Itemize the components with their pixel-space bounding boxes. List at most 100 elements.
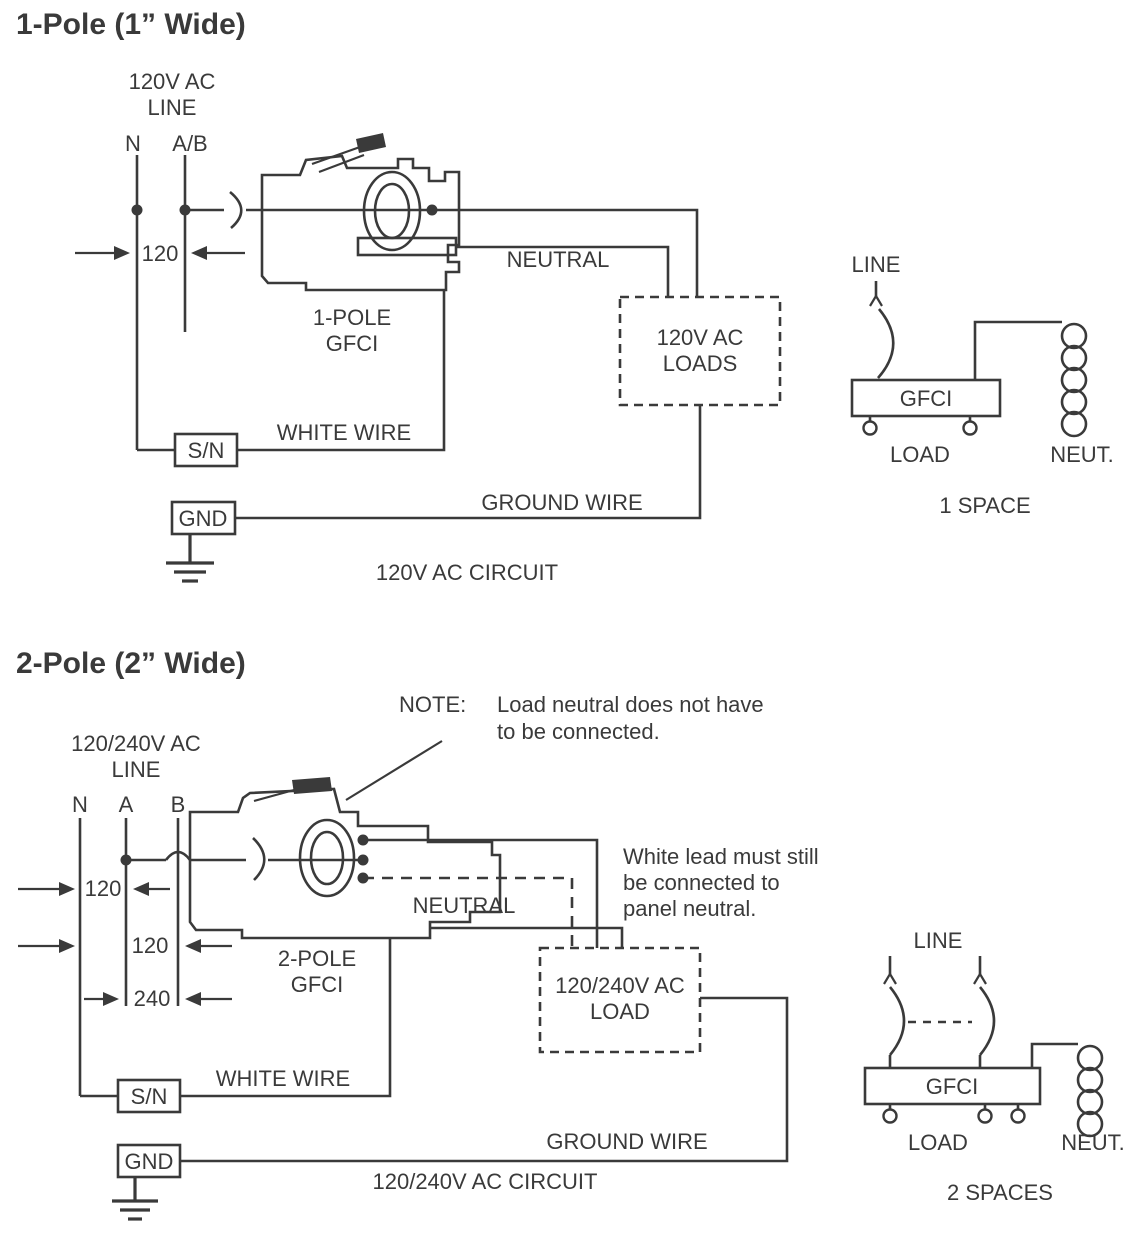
- section-2pole: 2-Pole (2” Wide) NOTE: Load neutral does…: [16, 647, 1125, 1221]
- pole1-voltage-label: 120: [142, 241, 179, 266]
- white-wire: [237, 290, 446, 452]
- pole2-voltage-nb: 120: [132, 933, 169, 958]
- white-wire: [180, 938, 392, 1098]
- pole2-bus-b-label: B: [171, 792, 186, 817]
- pole2-breaker-label-1: 2-POLE: [278, 946, 356, 971]
- schematic-neut-label: NEUT.: [1061, 1130, 1125, 1155]
- pole2-breaker-label-2: GFCI: [291, 972, 344, 997]
- ground-wire: [180, 996, 789, 1163]
- neutral-coil: [1060, 388, 1088, 416]
- load-neutral-wire-dashed: [363, 876, 574, 948]
- pole1-bus-n-label: N: [125, 131, 141, 156]
- neutral-coil: [1076, 1066, 1104, 1094]
- measure-arrowhead-left: [133, 882, 149, 896]
- neutral-coil: [1076, 1110, 1104, 1138]
- schematic-gfci-label: GFCI: [900, 386, 953, 411]
- neutral-coil: [1060, 366, 1088, 394]
- load-box: [538, 946, 702, 1054]
- pole2-white-wire-label: WHITE WIRE: [216, 1066, 350, 1091]
- schematic-gfci-label: GFCI: [926, 1074, 979, 1099]
- load-terminal: [862, 420, 878, 436]
- neutral-coil: [1076, 1088, 1104, 1116]
- neutral-coil: [1060, 344, 1088, 372]
- breaker-contact-arc: [978, 986, 996, 1056]
- pole2-voltage-na: 120: [85, 876, 122, 901]
- pole2-note-label: NOTE:: [399, 692, 466, 717]
- hot-b-wire-to-load: [430, 926, 624, 948]
- pole2-supply-label-2: LINE: [112, 757, 161, 782]
- pole2-supply-label-1: 120/240V AC: [71, 731, 201, 756]
- schematic-line-label: LINE: [852, 252, 901, 277]
- pole2-white-lead-note-2: be connected to: [623, 870, 780, 895]
- breaker-contact-arc: [229, 190, 243, 229]
- gfci-box: [850, 378, 1002, 418]
- breaker-outline: [260, 154, 461, 292]
- hot-wire-to-loads: [432, 208, 699, 297]
- pole1-sn-label: S/N: [188, 438, 225, 463]
- sn-box: [173, 432, 239, 468]
- pole1-supply-label-1: 120V AC: [129, 69, 216, 94]
- pole1-breaker-label-2: GFCI: [326, 331, 379, 356]
- breaker-handle: [292, 777, 332, 794]
- pole2-note-line1: Load neutral does not have: [497, 692, 764, 717]
- pole1-breaker-label-1: 1-POLE: [313, 305, 391, 330]
- wire-crossover-hop: [164, 850, 192, 861]
- pole1-schematic: LINE GFCI LOAD NEUT. 1 SPACE: [850, 252, 1114, 518]
- gnd-box: [116, 1143, 182, 1179]
- pole1-neutral-label: NEUTRAL: [507, 247, 610, 272]
- stab-fork: [973, 973, 981, 985]
- schematic-spaces-label: 1 SPACE: [939, 493, 1030, 518]
- note-pointer-line: [345, 740, 443, 801]
- pole2-gnd-label: GND: [125, 1149, 174, 1174]
- pole1-title: 1-Pole (1” Wide): [16, 8, 246, 41]
- pole1-bus-ab-label: A/B: [172, 131, 207, 156]
- pole2-white-lead-note-3: panel neutral.: [623, 896, 756, 921]
- pole2-ground-wire-label: GROUND WIRE: [546, 1129, 707, 1154]
- schematic-neut-label: NEUT.: [1050, 442, 1114, 467]
- stab-fork: [889, 973, 897, 985]
- measure-arrowhead-right: [103, 992, 119, 1006]
- stab-fork: [883, 973, 891, 985]
- gfci-box: [863, 1066, 1042, 1106]
- measure-arrowhead-left: [185, 939, 201, 953]
- pole2-schematic: LINE GFCI LOAD NEUT.: [863, 928, 1125, 1205]
- neutral-coil: [1060, 410, 1088, 438]
- measure-arrowhead-left: [191, 246, 207, 260]
- breaker-contact-arc: [888, 986, 906, 1056]
- load-terminal: [977, 1108, 993, 1124]
- breaker-lever-line: [311, 145, 361, 166]
- stab-fork: [979, 973, 987, 985]
- pole1-loads-label-1: 120V AC: [657, 325, 744, 350]
- measure-arrowhead-right: [114, 246, 130, 260]
- breaker-contact-arc: [877, 308, 895, 379]
- load-terminal: [1010, 1108, 1026, 1124]
- neutral-wire: [456, 245, 670, 297]
- pole2-caption: 120/240V AC CIRCUIT: [373, 1169, 598, 1194]
- neutral-pigtail-wire: [1030, 1042, 1078, 1068]
- measure-arrowhead-left: [185, 992, 201, 1006]
- load-terminal: [882, 1108, 898, 1124]
- breaker-handle: [356, 133, 386, 153]
- ground-wire: [235, 405, 702, 520]
- pole1-gnd-label: GND: [179, 506, 228, 531]
- pole2-sn-label: S/N: [131, 1084, 168, 1109]
- pole1-white-wire-label: WHITE WIRE: [277, 420, 411, 445]
- schematic-load-label: LOAD: [890, 442, 950, 467]
- pole2-bus-n-label: N: [72, 792, 88, 817]
- neutral-pigtail-wire: [973, 320, 1062, 380]
- pole1-caption: 120V AC CIRCUIT: [376, 560, 558, 585]
- gnd-box: [170, 500, 237, 536]
- pole2-title: 2-Pole (2” Wide): [16, 647, 246, 680]
- breaker-lever-line: [318, 153, 365, 174]
- pole2-note-line2: to be connected.: [497, 719, 660, 744]
- neutral-coil: [1060, 322, 1088, 350]
- pole2-neutral-label: NEUTRAL: [413, 893, 516, 918]
- stab-fork: [869, 295, 877, 307]
- current-transformer-inner: [309, 830, 345, 886]
- current-transformer-outer: [298, 818, 356, 898]
- pole1-ground-wire-label: GROUND WIRE: [481, 490, 642, 515]
- pole2-bus-a-label: A: [119, 792, 134, 817]
- load-terminal: [962, 420, 978, 436]
- measure-arrowhead-right: [59, 882, 75, 896]
